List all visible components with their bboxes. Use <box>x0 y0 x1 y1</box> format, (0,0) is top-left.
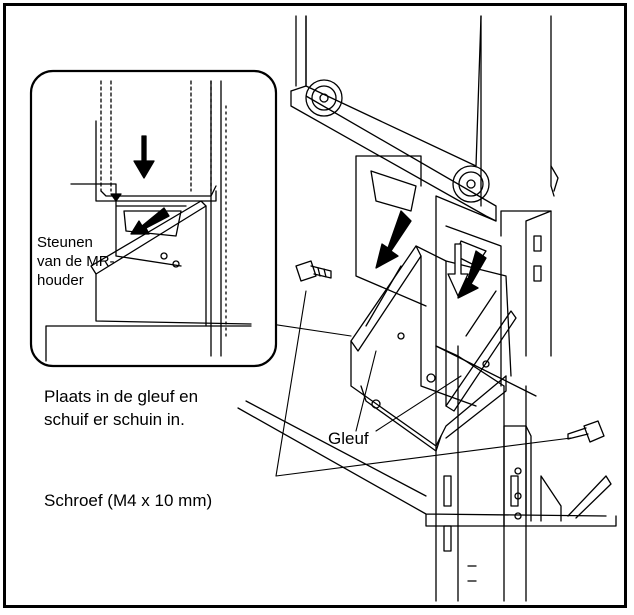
inset-support-label-line2: van de MR- <box>37 253 115 270</box>
screw-label: Schroef (M4 x 10 mm) <box>44 491 213 510</box>
leader-lines <box>230 290 572 477</box>
assembly-drawing <box>29 15 617 602</box>
back-panel <box>295 15 559 357</box>
down-arrows <box>375 210 487 299</box>
mr-holder <box>290 15 497 222</box>
slot-instruction-line2: schuif er schuin in. <box>44 410 185 429</box>
slot-instruction-line1: Plaats in de gleuf en <box>44 387 199 406</box>
inset-support-label-line3: houder <box>37 272 84 289</box>
figure-frame: Steunen van de MR- houder Plaats in de g… <box>3 3 627 608</box>
inset-support-label-line1: Steunen <box>37 234 93 251</box>
inset-detail <box>29 69 278 368</box>
screws <box>295 260 605 443</box>
base-plate <box>237 400 617 527</box>
slot-label: Gleuf <box>328 429 369 448</box>
bracket <box>350 245 517 452</box>
